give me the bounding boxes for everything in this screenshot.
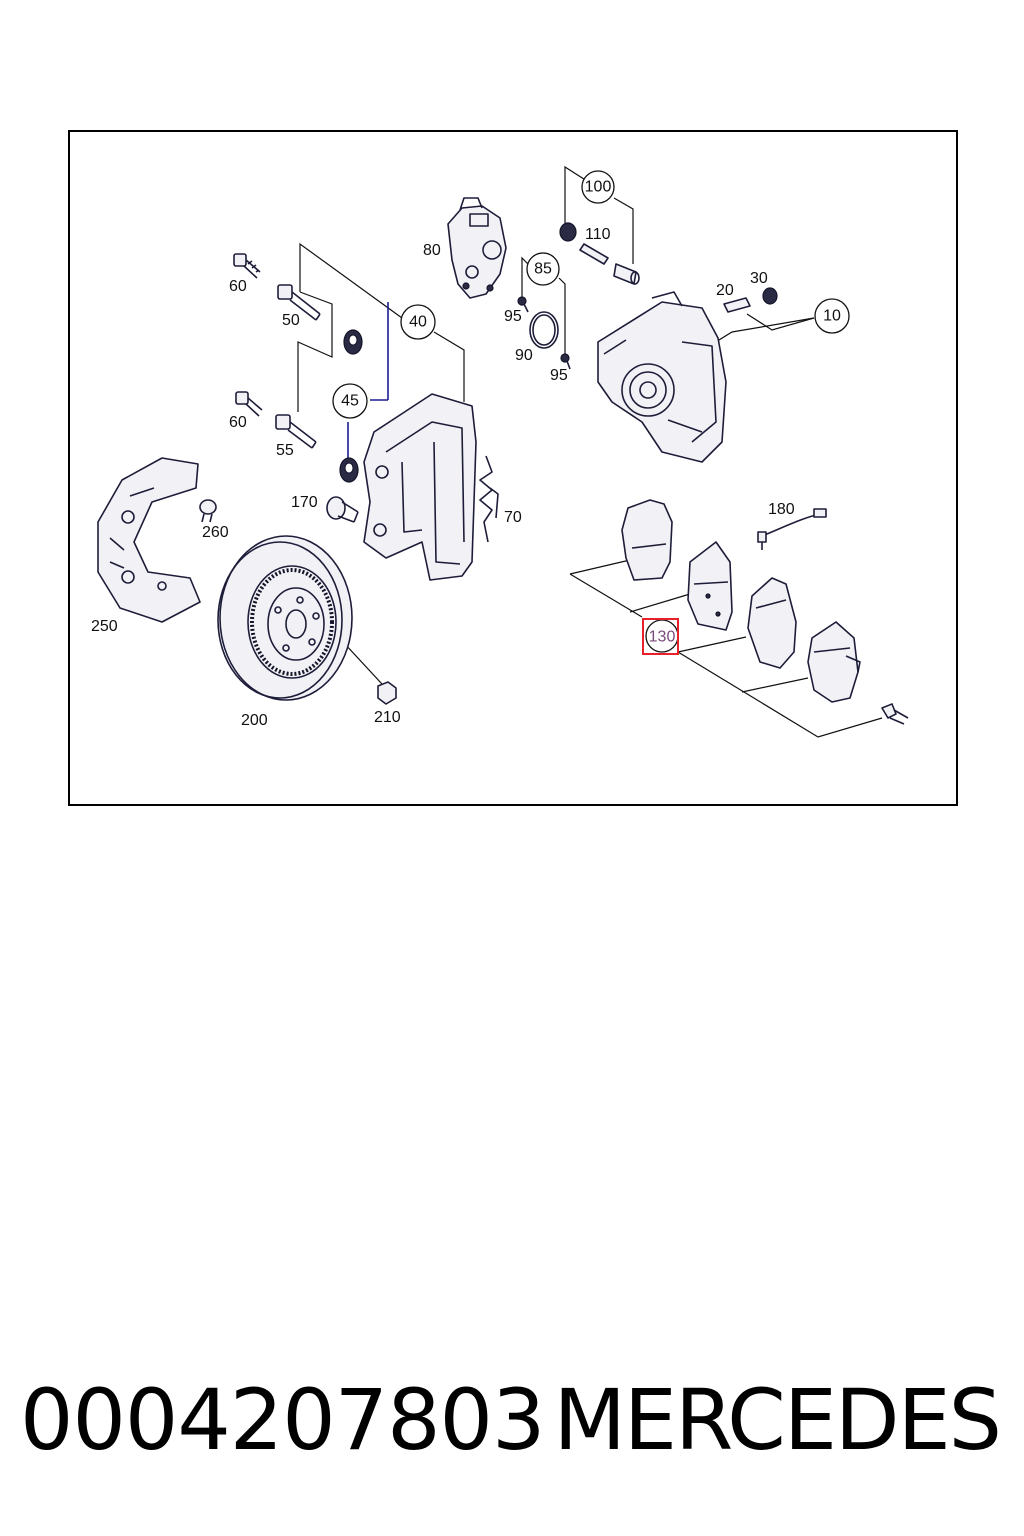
oring-90 xyxy=(529,311,559,349)
screw-210 xyxy=(377,681,397,705)
carrier-bracket-40 xyxy=(363,393,477,581)
label-60-lower: 60 xyxy=(229,414,247,431)
spring-clip-70 xyxy=(479,455,499,543)
parts-diagram: 100 85 40 45 10 130 110 80 60 50 95 90 9… xyxy=(68,130,958,806)
bolt-50 xyxy=(277,284,321,321)
callout-100: 100 xyxy=(581,170,615,204)
guide-cap-100 xyxy=(559,222,577,242)
footer: 0004207803 MERCEDES xyxy=(0,1370,1024,1470)
label-70: 70 xyxy=(504,509,522,526)
callout-40: 40 xyxy=(400,304,436,340)
svg-text:40: 40 xyxy=(409,314,427,331)
pad-bolt xyxy=(881,703,909,725)
sleeve-100 xyxy=(613,263,640,285)
bushing-45-lower xyxy=(339,457,359,483)
brake-pad-4 xyxy=(807,621,859,703)
callout-10: 10 xyxy=(814,298,850,334)
svg-text:85: 85 xyxy=(534,261,552,278)
label-90: 90 xyxy=(515,347,533,364)
part-labels: 110 80 60 50 95 90 95 20 30 60 55 170 26… xyxy=(91,226,795,729)
label-250: 250 xyxy=(91,618,118,635)
dust-shield-250 xyxy=(97,457,201,623)
svg-text:10: 10 xyxy=(823,308,841,325)
bolt-55 xyxy=(275,414,317,449)
exploded-view-drawing: 100 85 40 45 10 130 110 80 60 50 95 90 9… xyxy=(91,165,909,738)
label-20: 20 xyxy=(716,282,734,299)
label-50: 50 xyxy=(282,312,300,329)
bolt-95-upper xyxy=(517,296,529,313)
leader-lines xyxy=(297,165,883,738)
label-170: 170 xyxy=(291,494,318,511)
svg-text:100: 100 xyxy=(585,179,612,196)
callout-130-highlighted[interactable]: 130 xyxy=(642,618,679,655)
brake-disc-200 xyxy=(217,535,353,701)
svg-text:45: 45 xyxy=(341,393,359,410)
label-110: 110 xyxy=(585,226,611,243)
brake-pad-1 xyxy=(621,499,673,581)
brake-pad-3 xyxy=(747,577,797,669)
label-60-upper: 60 xyxy=(229,278,247,295)
bolt-60-lower xyxy=(235,391,263,417)
label-180: 180 xyxy=(768,501,795,518)
cap-30 xyxy=(762,287,778,305)
guide-pin-110 xyxy=(579,243,609,265)
highlight-box xyxy=(642,618,679,655)
callout-45: 45 xyxy=(332,383,368,419)
label-95-upper: 95 xyxy=(504,308,522,325)
brand-name: MERCEDES xyxy=(553,1371,1002,1469)
bolt-95-lower xyxy=(560,353,571,370)
bolt-60-upper xyxy=(233,253,261,279)
label-30: 30 xyxy=(750,270,768,287)
bushing-45-upper xyxy=(343,329,363,355)
label-80: 80 xyxy=(423,242,441,259)
brake-pad-set-130[interactable] xyxy=(621,499,861,703)
callout-85: 85 xyxy=(526,252,560,286)
caliper-10 xyxy=(597,291,727,463)
bleeder-20 xyxy=(723,297,751,313)
label-55: 55 xyxy=(276,442,294,459)
actuator-80 xyxy=(447,197,507,299)
screw-260 xyxy=(199,499,217,523)
bolt-170 xyxy=(326,496,359,523)
label-200: 200 xyxy=(241,712,268,729)
label-210: 210 xyxy=(374,709,401,726)
brake-pad-2 xyxy=(687,541,733,631)
part-number: 0004207803 xyxy=(20,1371,545,1469)
label-95-lower: 95 xyxy=(550,367,568,384)
label-260: 260 xyxy=(202,524,229,541)
svg-text:130: 130 xyxy=(649,629,676,646)
wear-sensor-180 xyxy=(757,508,827,550)
